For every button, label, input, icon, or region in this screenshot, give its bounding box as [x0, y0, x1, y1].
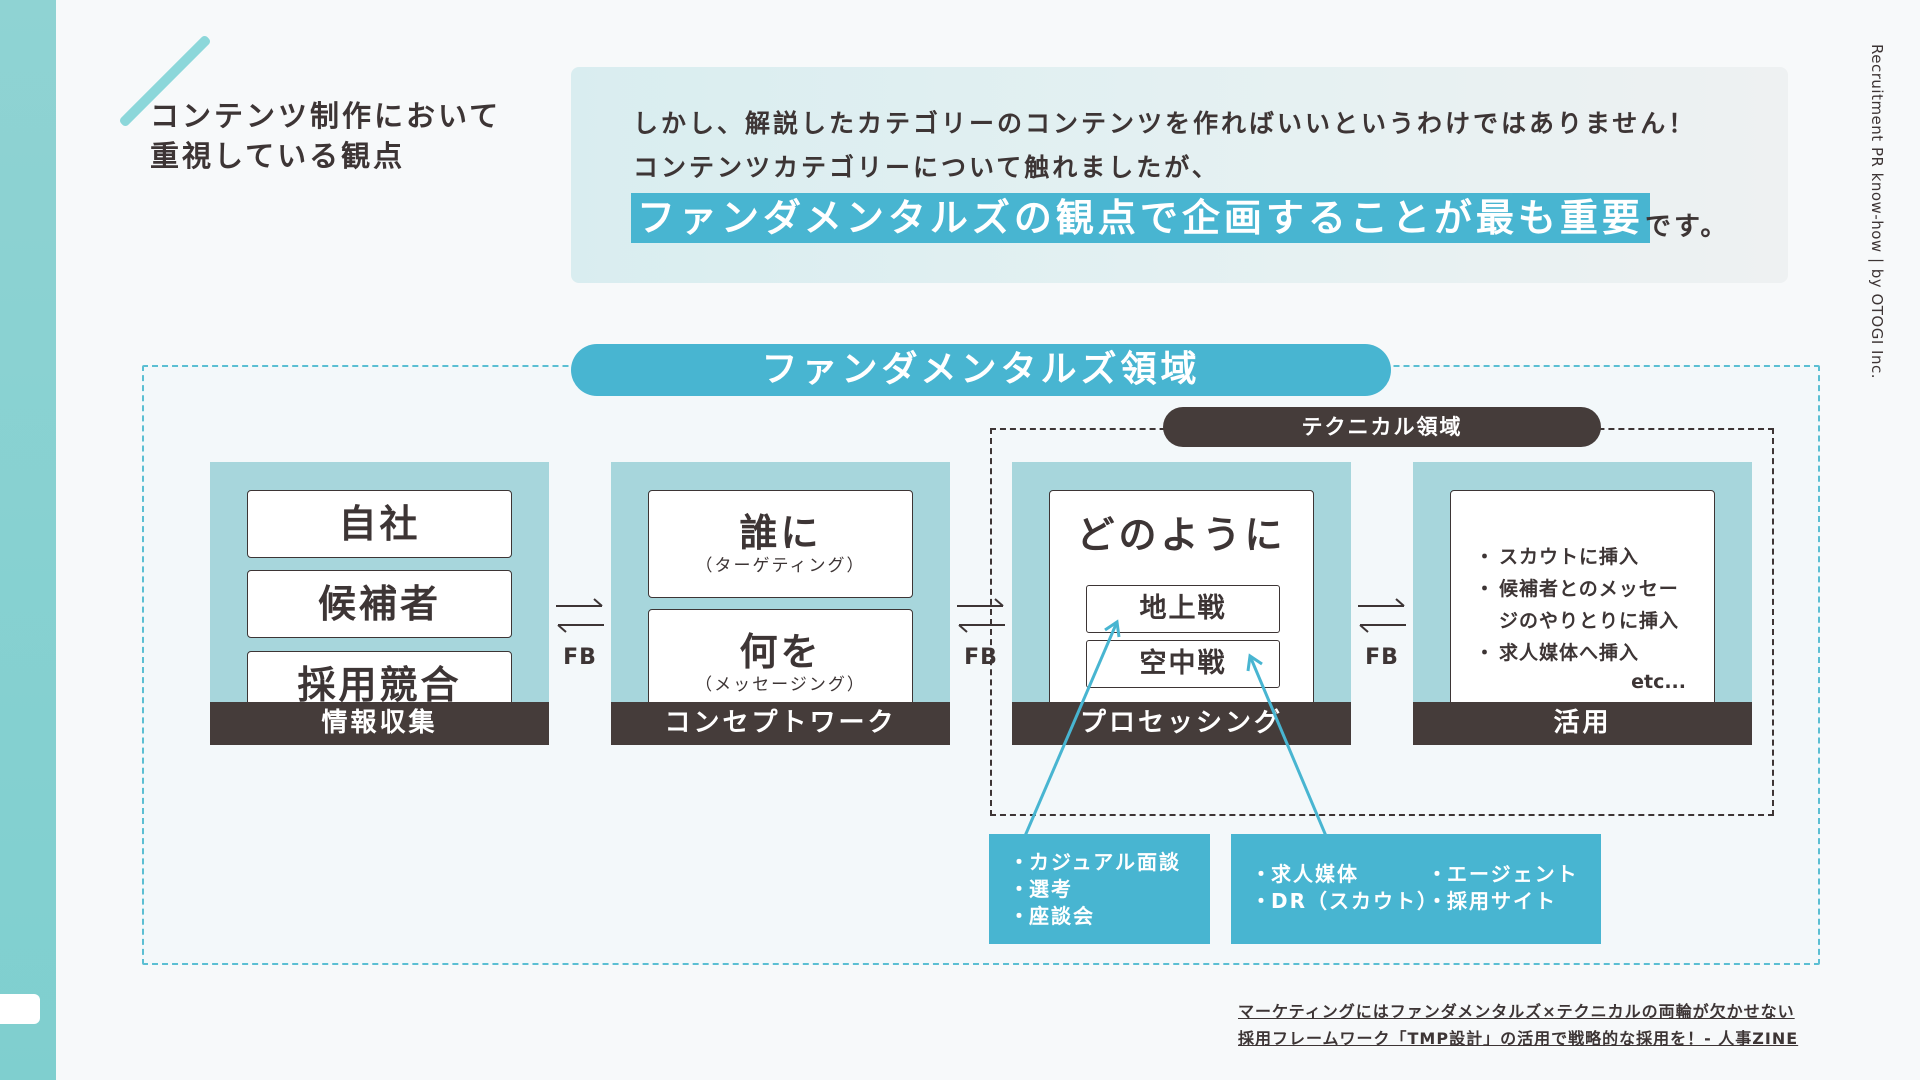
heading-line-1: コンテンツ制作において — [150, 99, 502, 133]
step-footer-processing: プロセッシング — [1012, 702, 1351, 745]
utilization-box: スカウトに挿入 候補者とのメッセー ジのやりとりに挿入 求人媒体へ挿入 etc.… — [1450, 490, 1715, 716]
utilization-item: スカウトに挿入 — [1475, 541, 1679, 573]
technical-label: テクニカル領域 — [1163, 407, 1601, 447]
air-example-item: エージェント — [1427, 861, 1579, 888]
air-example-item: DR（スカウト） — [1251, 888, 1439, 915]
step-footer-info-gathering: 情報収集 — [210, 702, 549, 745]
fb-label: FB — [964, 645, 998, 670]
feedback-arrows-icon — [556, 598, 604, 633]
air-example-item: 求人媒体 — [1251, 861, 1439, 888]
step-footer-concept-work: コンセプトワーク — [611, 702, 950, 745]
concept-item-what-sub: （メッセージング） — [695, 675, 866, 695]
air-examples-list-2: エージェント 採用サイト — [1427, 861, 1579, 915]
feedback-arrows-icon — [1358, 598, 1406, 633]
fb-label: FB — [563, 645, 597, 670]
air-example-item: 採用サイト — [1427, 888, 1579, 915]
processing-item-air: 空中戦 — [1086, 640, 1280, 688]
concept-item-who-sub: （ターゲティング） — [695, 556, 866, 576]
processing-title: どのように — [1076, 513, 1287, 557]
side-caption: Recruitment PR know-how | by OTOGI Inc. — [1868, 44, 1886, 379]
info-item-candidate: 候補者 — [247, 570, 512, 638]
concept-item-what-main: 何を — [739, 630, 822, 674]
message-line-2: コンテンツカテゴリーについて触れましたが、 — [633, 153, 1220, 182]
info-item-company: 自社 — [247, 490, 512, 558]
ground-example-item: 選考 — [1009, 876, 1181, 903]
ground-examples-list: カジュアル面談 選考 座談会 — [1009, 849, 1181, 930]
message-highlight: ファンダメンタルズの観点で企画することが最も重要 — [631, 193, 1650, 243]
utilization-etc: etc... — [1631, 671, 1686, 693]
left-accent-tab — [0, 994, 40, 1024]
concept-item-who-main: 誰に — [739, 511, 822, 555]
fundamentals-label: ファンダメンタルズ領域 — [571, 344, 1391, 396]
utilization-item: 候補者とのメッセー — [1475, 573, 1679, 605]
step-panel-concept-work: 誰に （ターゲティング） 何を （メッセージング） コンセプトワーク — [611, 462, 950, 745]
air-examples-list-1: 求人媒体 DR（スカウト） — [1251, 861, 1439, 915]
ground-example-item: 座談会 — [1009, 903, 1181, 930]
citation-link-line-2[interactable]: 採用フレームワーク「TMP設計」の活用で戦略的な採用を！- 人事ZINE — [1238, 1029, 1799, 1048]
concept-item-what: 何を （メッセージング） — [648, 609, 913, 717]
fb-label: FB — [1365, 645, 1399, 670]
ground-example-item: カジュアル面談 — [1009, 849, 1181, 876]
concept-item-who: 誰に （ターゲティング） — [648, 490, 913, 598]
message-line-1: しかし、解説したカテゴリーのコンテンツを作ればいいというわけではありません！ — [633, 109, 1697, 138]
step-footer-utilization: 活用 — [1413, 702, 1752, 745]
message-box — [571, 67, 1788, 283]
citation-link-line-1[interactable]: マーケティングにはファンダメンタルズ×テクニカルの両輪が欠かせない — [1238, 1002, 1795, 1021]
utilization-item-continued: ジのやりとりに挿入 — [1499, 610, 1680, 632]
step-panel-utilization: スカウトに挿入 候補者とのメッセー ジのやりとりに挿入 求人媒体へ挿入 etc.… — [1413, 462, 1752, 745]
processing-item-ground: 地上戦 — [1086, 585, 1280, 633]
message-suffix: です。 — [1645, 212, 1730, 242]
air-examples-box: 求人媒体 DR（スカウト） エージェント 採用サイト — [1231, 834, 1601, 944]
feedback-arrows-icon — [957, 598, 1005, 633]
utilization-list: スカウトに挿入 候補者とのメッセー ジのやりとりに挿入 求人媒体へ挿入 — [1475, 541, 1679, 669]
step-panel-processing: どのように 地上戦 空中戦 プロセッシング — [1012, 462, 1351, 745]
heading-line-2: 重視している観点 — [150, 139, 406, 173]
section-heading: コンテンツ制作において 重視している観点 — [150, 96, 501, 176]
left-accent-bar — [0, 0, 56, 1080]
processing-box: どのように 地上戦 空中戦 — [1049, 490, 1314, 716]
ground-examples-box: カジュアル面談 選考 座談会 — [989, 834, 1210, 944]
utilization-item: 求人媒体へ挿入 — [1475, 637, 1679, 669]
step-panel-info-gathering: 自社 候補者 採用競合 情報収集 — [210, 462, 549, 745]
